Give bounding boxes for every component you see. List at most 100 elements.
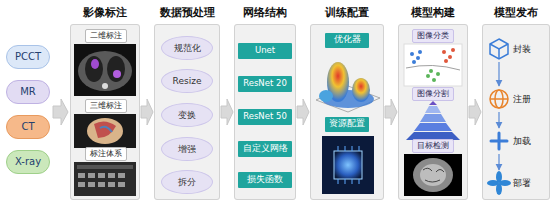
node-label: 拆分 bbox=[178, 177, 196, 187]
node-label: PCCT bbox=[15, 51, 41, 63]
node-label: 优化器 bbox=[334, 35, 361, 45]
class-dots bbox=[426, 69, 440, 82]
brain bbox=[420, 164, 446, 186]
node-label: 资源配置 bbox=[329, 119, 365, 129]
step-arrow bbox=[498, 154, 499, 170]
step-arrow bbox=[498, 112, 499, 128]
stage-panel: 模型发布封装注册加载部署 bbox=[482, 24, 550, 200]
surface-peak bbox=[319, 90, 333, 102]
modality-pill: PCCT bbox=[6, 45, 50, 69]
3d-render-image bbox=[74, 114, 136, 148]
stage-panel: 模型构建图像分类图像分割目标检测 bbox=[398, 24, 468, 200]
flow-arrow bbox=[385, 99, 397, 125]
flow-arrow bbox=[141, 99, 153, 125]
process-ellipse: 拆分 bbox=[161, 170, 213, 194]
brain-scan-image bbox=[404, 154, 462, 196]
config-tag: 优化器 bbox=[325, 33, 369, 48]
network-box: ResNet 50 bbox=[238, 109, 292, 125]
flow-arrow bbox=[53, 99, 68, 125]
modality-pill: X-ray bbox=[6, 150, 50, 174]
node-label: 损失函数 bbox=[247, 175, 283, 185]
ui-grid bbox=[78, 173, 125, 187]
class-dots bbox=[442, 48, 455, 63]
stage-heading: 模型构建 bbox=[399, 7, 467, 20]
node-label: 图像分类 bbox=[417, 31, 449, 40]
stage-heading: 模型发布 bbox=[483, 7, 549, 20]
node-label: 三维标注 bbox=[90, 101, 122, 110]
vessel bbox=[100, 127, 112, 132]
ui-bar bbox=[77, 165, 133, 169]
node-label: CT bbox=[21, 121, 34, 133]
package-icon bbox=[490, 39, 508, 59]
node-label: X-ray bbox=[15, 156, 41, 168]
release-step: 封装 bbox=[487, 37, 547, 61]
node-label: 增强 bbox=[178, 144, 196, 154]
panel-ground bbox=[234, 24, 296, 200]
class-boundary bbox=[406, 65, 460, 70]
panel-ground bbox=[482, 24, 550, 200]
stage-heading: 训练配置 bbox=[311, 7, 383, 20]
release-step: 加载 bbox=[487, 129, 547, 153]
chip-pins bbox=[338, 146, 359, 184]
segmentation-pyramid bbox=[406, 101, 460, 140]
stage-panel: 训练配置优化器资源配置 bbox=[310, 24, 384, 200]
label-mask bbox=[91, 59, 99, 69]
image-tag: 标注体系 bbox=[85, 147, 127, 160]
brain bbox=[413, 158, 453, 192]
model-tag: 图像分割 bbox=[412, 87, 454, 100]
panel-ground bbox=[154, 24, 220, 200]
annotation-ui-image bbox=[74, 162, 136, 196]
label-mask bbox=[113, 70, 121, 78]
node-label: 部署 bbox=[513, 178, 531, 188]
process-ellipse: 增强 bbox=[161, 137, 213, 161]
stage-panel: 影像标注二维标注三维标注标注体系 bbox=[70, 24, 140, 200]
release-step: 部署 bbox=[487, 171, 547, 195]
stage-heading: 影像标注 bbox=[71, 7, 139, 20]
organ-render bbox=[87, 118, 123, 144]
node-label: 目标检测 bbox=[417, 141, 449, 150]
process-ellipse: 规范化 bbox=[161, 36, 213, 60]
image-tag: 二维标注 bbox=[85, 29, 127, 42]
node-label: 图像分割 bbox=[417, 89, 449, 98]
deploy-icon bbox=[487, 171, 511, 195]
network-box: 损失函数 bbox=[238, 172, 292, 188]
flow-arrow bbox=[297, 99, 309, 125]
node-label: 标注体系 bbox=[90, 149, 122, 158]
modality-pill: MR bbox=[6, 80, 50, 104]
node-label: Resize bbox=[173, 76, 202, 86]
pyramid-layer bbox=[414, 123, 452, 131]
network-box: ResNet 20 bbox=[238, 76, 292, 92]
stage-panel: 网络结构UnetResNet 20ResNet 50自定义网络损失函数 bbox=[234, 24, 296, 200]
release-step: 注册 bbox=[487, 87, 547, 111]
node-label: 注册 bbox=[513, 94, 531, 104]
image-ground bbox=[404, 44, 462, 86]
image-ground bbox=[74, 114, 136, 148]
chip bbox=[334, 151, 362, 179]
node-label: Unet bbox=[255, 46, 275, 56]
network-box: 自定义网络 bbox=[238, 141, 292, 157]
image-ground bbox=[404, 154, 462, 196]
body-outline bbox=[78, 51, 132, 91]
class-dots bbox=[410, 50, 422, 64]
panel-ground bbox=[398, 24, 468, 200]
model-tag: 图像分类 bbox=[412, 29, 454, 42]
pyramid-layer bbox=[425, 106, 441, 113]
image-tag: 三维标注 bbox=[85, 99, 127, 112]
node-label: 二维标注 bbox=[90, 31, 122, 40]
panel-ground bbox=[70, 24, 140, 200]
organ-render bbox=[94, 121, 116, 138]
node-label: ResNet 50 bbox=[243, 112, 287, 122]
classification-image bbox=[404, 44, 462, 86]
node-label: 规范化 bbox=[174, 43, 201, 53]
spine bbox=[102, 83, 108, 89]
globe-icon bbox=[490, 90, 508, 108]
modality-pill: CT bbox=[6, 115, 50, 139]
pyramid-layer bbox=[429, 101, 437, 105]
stage-heading: 网络结构 bbox=[235, 7, 295, 20]
lung bbox=[107, 56, 125, 82]
node-label: ResNet 20 bbox=[243, 79, 287, 89]
stage-panel: 数据预处理规范化Resize变换增强拆分 bbox=[154, 24, 220, 200]
lung bbox=[85, 56, 103, 82]
image-ground bbox=[322, 136, 374, 194]
